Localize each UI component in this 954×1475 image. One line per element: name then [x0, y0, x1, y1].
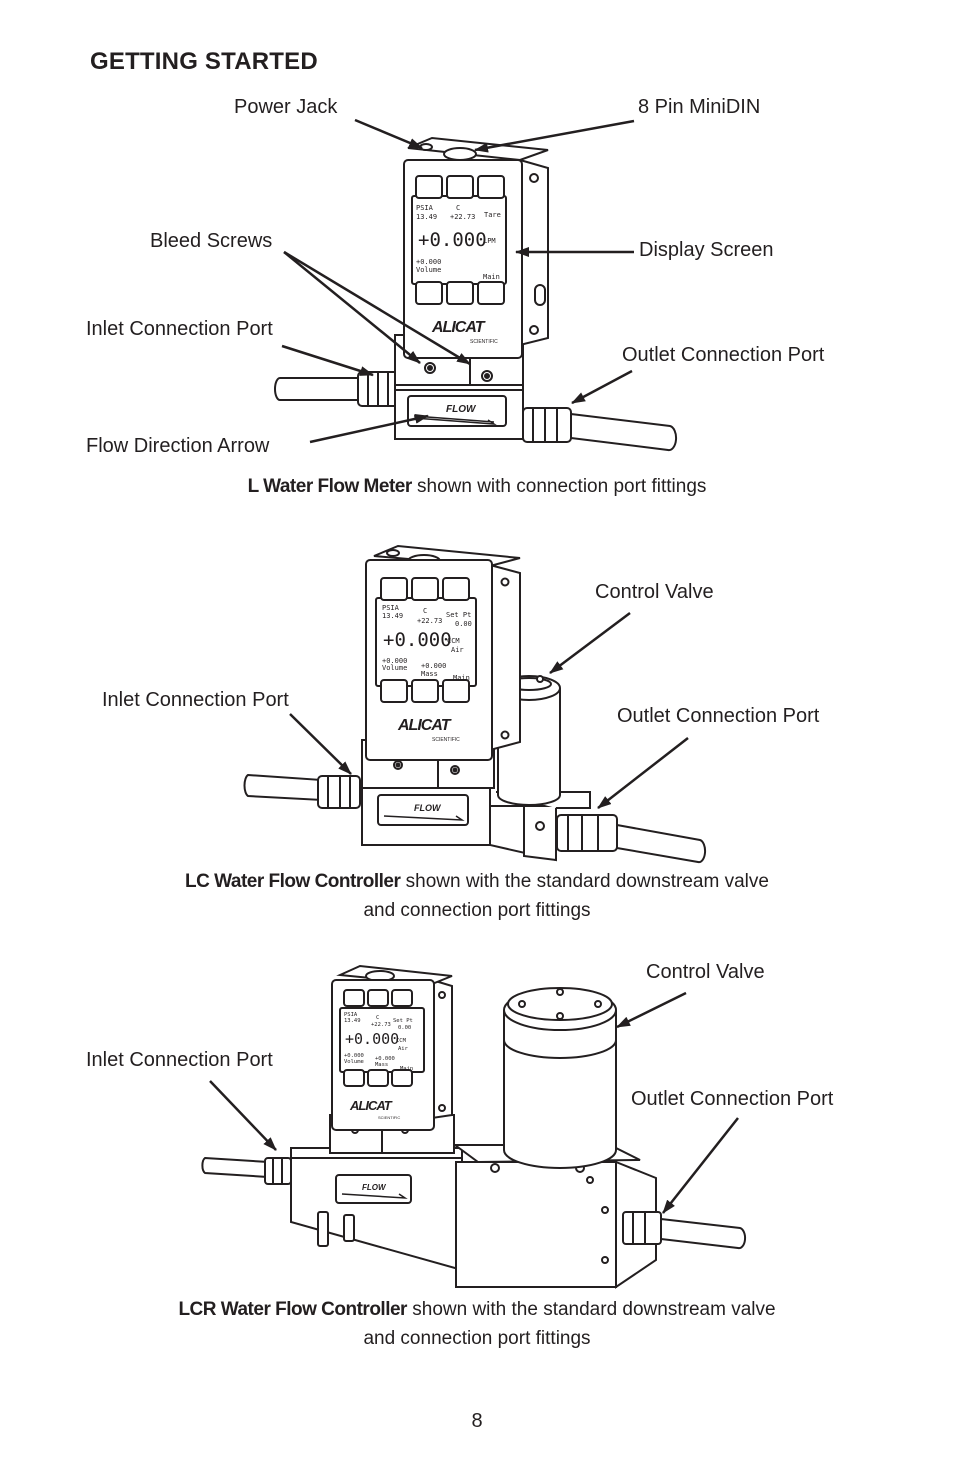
- display-screen-label: Display Screen: [639, 239, 774, 261]
- fig2-leader-arrows: [289, 612, 689, 809]
- svg-text:PSIA: PSIA: [382, 604, 400, 612]
- svg-text:FLOW: FLOW: [414, 803, 442, 813]
- fig1-outlet-label: Outlet Connection Port: [622, 344, 825, 366]
- lc-controller-drawing: FLOW PSIA C Set Pt 13: [243, 544, 707, 864]
- svg-text:13.49: 13.49: [416, 213, 437, 221]
- fig2-caption: LC Water Flow Controller shown with the …: [185, 871, 769, 921]
- fig1-leader-arrows: [281, 118, 635, 444]
- svg-text:FLOW: FLOW: [362, 1183, 387, 1192]
- fig3-outlet-label: Outlet Connection Port: [631, 1088, 834, 1110]
- svg-text:PSIA: PSIA: [416, 204, 434, 212]
- svg-text:+22.73: +22.73: [417, 617, 442, 625]
- svg-text:Volume: Volume: [382, 664, 407, 672]
- svg-text:+22.73: +22.73: [450, 213, 475, 221]
- fig3-inlet-label: Inlet Connection Port: [86, 1049, 273, 1071]
- svg-text:+0.000: +0.000: [418, 229, 487, 251]
- flow-direction-label: Flow Direction Arrow: [86, 435, 270, 457]
- svg-text:Main: Main: [400, 1066, 413, 1072]
- svg-text:0.00: 0.00: [398, 1025, 411, 1031]
- fig3-control-valve-label: Control Valve: [646, 961, 765, 983]
- svg-text:Mass: Mass: [375, 1062, 388, 1068]
- fig3-caption: LCR Water Flow Controller shown with the…: [178, 1299, 776, 1349]
- lcr-controller-drawing: FLOW PSIA C: [201, 964, 747, 1289]
- alicat-logo: ALICAT: [431, 319, 486, 336]
- svg-text:LPM: LPM: [483, 237, 496, 245]
- svg-text:ALICAT: ALICAT: [349, 1098, 393, 1113]
- svg-text:PSIA: PSIA: [344, 1012, 358, 1018]
- svg-text:Set Pt: Set Pt: [393, 1018, 413, 1024]
- bleed-screws-label: Bleed Screws: [150, 230, 273, 252]
- svg-text:SCIENTIFIC: SCIENTIFIC: [378, 1115, 400, 1120]
- svg-text:C: C: [423, 607, 427, 615]
- svg-text:+0.000: +0.000: [421, 662, 446, 670]
- svg-text:CCM: CCM: [447, 637, 460, 645]
- page-heading: GETTING STARTED: [90, 48, 318, 75]
- svg-text:C: C: [376, 1015, 379, 1021]
- l-flow-meter-drawing: FLOW PSIA C Tare 13.49 +22.73 +0.000 LPM: [274, 136, 678, 452]
- flow-arrow-text: FLOW: [446, 404, 477, 415]
- fig2-inlet-label: Inlet Connection Port: [102, 689, 289, 711]
- svg-text:Volume: Volume: [416, 266, 441, 274]
- svg-text:+0.000: +0.000: [382, 657, 407, 665]
- power-jack-label: Power Jack: [234, 96, 338, 118]
- svg-text:Tare: Tare: [484, 211, 501, 219]
- svg-text:ALICAT: ALICAT: [397, 717, 452, 734]
- fig2-outlet-label: Outlet Connection Port: [617, 705, 820, 727]
- svg-text:Set Pt: Set Pt: [446, 611, 471, 619]
- svg-text:Mass: Mass: [421, 670, 438, 678]
- svg-text:CCM: CCM: [396, 1038, 407, 1044]
- svg-text:+0.000: +0.000: [383, 629, 452, 651]
- svg-text:13.49: 13.49: [344, 1018, 361, 1024]
- fig1-caption: L Water Flow Meter shown with connection…: [247, 476, 707, 497]
- fig3-leader-arrows: [209, 991, 739, 1214]
- svg-text:+0.000: +0.000: [416, 258, 441, 266]
- svg-text:Air: Air: [398, 1046, 409, 1052]
- svg-text:13.49: 13.49: [382, 612, 403, 620]
- svg-text:0.00: 0.00: [455, 620, 472, 628]
- svg-text:Air: Air: [451, 646, 464, 654]
- fig1-inlet-label: Inlet Connection Port: [86, 318, 273, 340]
- svg-text:+0.000: +0.000: [345, 1030, 399, 1048]
- svg-text:Main: Main: [453, 674, 470, 682]
- svg-text:SCIENTIFIC: SCIENTIFIC: [432, 737, 460, 743]
- svg-text:+0.000: +0.000: [375, 1056, 395, 1062]
- svg-text:Volume: Volume: [344, 1059, 364, 1065]
- svg-text:SCIENTIFIC: SCIENTIFIC: [470, 339, 498, 345]
- svg-text:+22.73: +22.73: [371, 1022, 391, 1028]
- svg-text:+0.000: +0.000: [344, 1053, 364, 1059]
- svg-text:C: C: [456, 204, 460, 212]
- page-number: 8: [471, 1410, 483, 1432]
- svg-text:Main: Main: [483, 273, 500, 281]
- minidin-label: 8 Pin MiniDIN: [638, 96, 761, 118]
- fig2-control-valve-label: Control Valve: [595, 581, 714, 603]
